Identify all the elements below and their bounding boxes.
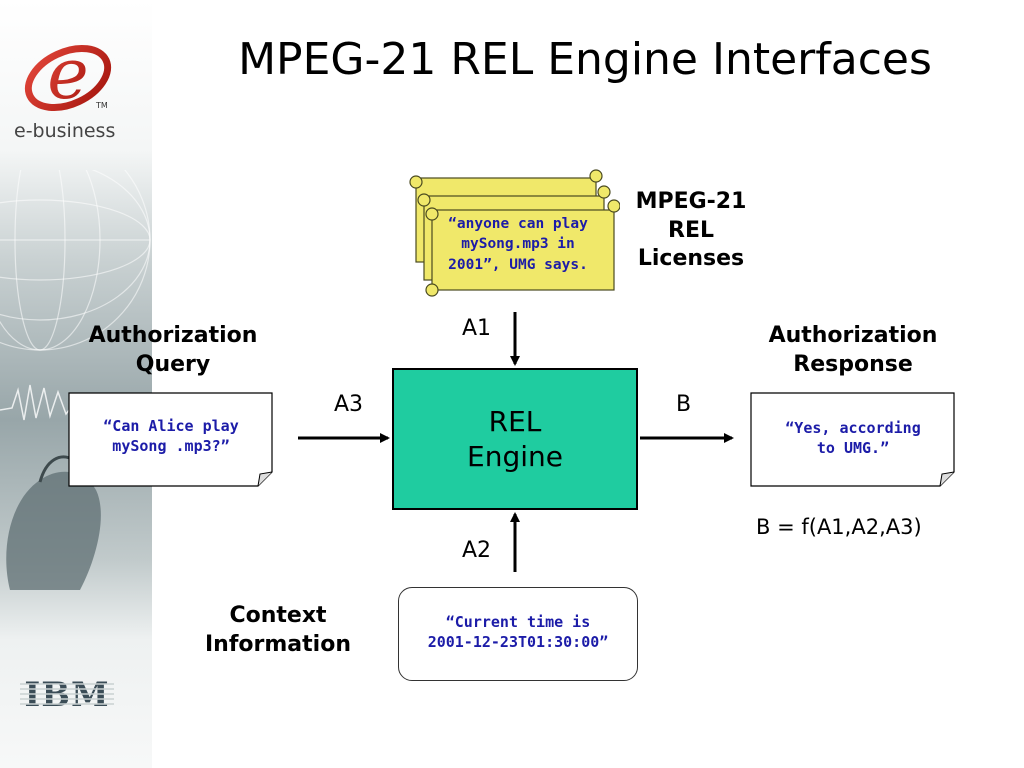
e-business-label: e-business xyxy=(14,120,116,142)
query-heading-line: Query xyxy=(135,351,211,377)
response-text-line: “Yes, according xyxy=(785,419,921,437)
context-text-line: “Current time is xyxy=(445,613,591,631)
license-text-line: 2001”, UMG says. xyxy=(448,256,588,273)
query-text-line: mySong .mp3?” xyxy=(112,437,230,456)
label-b: B xyxy=(676,392,692,417)
label-a2: A2 xyxy=(462,538,492,563)
query-heading-line: Authorization xyxy=(88,323,258,348)
authorization-response-box: “Yes, according to UMG.” xyxy=(750,392,956,488)
formula-label: B = f(A1,A2,A3) xyxy=(756,515,922,539)
response-text-line: to UMG.” xyxy=(816,439,890,458)
licenses-heading: MPEG-21 REL Licenses xyxy=(630,188,752,274)
context-information-box: “Current time is 2001-12-23T01:30:00” xyxy=(398,587,638,681)
authorization-response-heading: Authorization Response xyxy=(750,322,956,379)
e-business-logo-icon: e xyxy=(24,33,112,115)
licenses-heading-line: MPEG-21 xyxy=(635,189,747,214)
context-heading-line: Information xyxy=(205,631,351,657)
authorization-query-heading: Authorization Query xyxy=(68,322,278,379)
query-text-line: “Can Alice play xyxy=(103,417,239,435)
label-a3: A3 xyxy=(334,392,364,417)
page-title: MPEG-21 REL Engine Interfaces xyxy=(238,34,932,85)
context-text-line: 2001-12-23T01:30:00” xyxy=(427,633,609,652)
response-heading-line: Response xyxy=(793,351,913,377)
license-text-line: mySong.mp3 in xyxy=(461,236,575,253)
ibm-logo-icon: IBM xyxy=(20,676,114,712)
licenses-heading-line: REL xyxy=(668,217,714,243)
license-text-line: “anyone can play xyxy=(448,216,588,232)
authorization-query-box: “Can Alice play mySong .mp3?” xyxy=(68,392,274,488)
context-information-heading: Context Information xyxy=(188,602,368,659)
licenses-heading-line: Licenses xyxy=(637,246,745,272)
response-heading-line: Authorization xyxy=(768,323,938,348)
license-scroll-text: “anyone can play mySong.mp3 in 2001”, UM… xyxy=(424,214,612,275)
context-heading-line: Context xyxy=(229,603,327,628)
svg-text:e: e xyxy=(47,33,88,115)
engine-label-line: Engine xyxy=(467,440,563,473)
label-a1: A1 xyxy=(462,316,492,341)
license-scrolls-icon xyxy=(409,169,620,297)
engine-label-line: REL xyxy=(488,405,542,438)
rel-engine-box: REL Engine xyxy=(392,368,638,510)
trademark-mark: TM xyxy=(96,101,108,110)
side-decoration-band: e TM e-business IBM xyxy=(0,0,152,768)
